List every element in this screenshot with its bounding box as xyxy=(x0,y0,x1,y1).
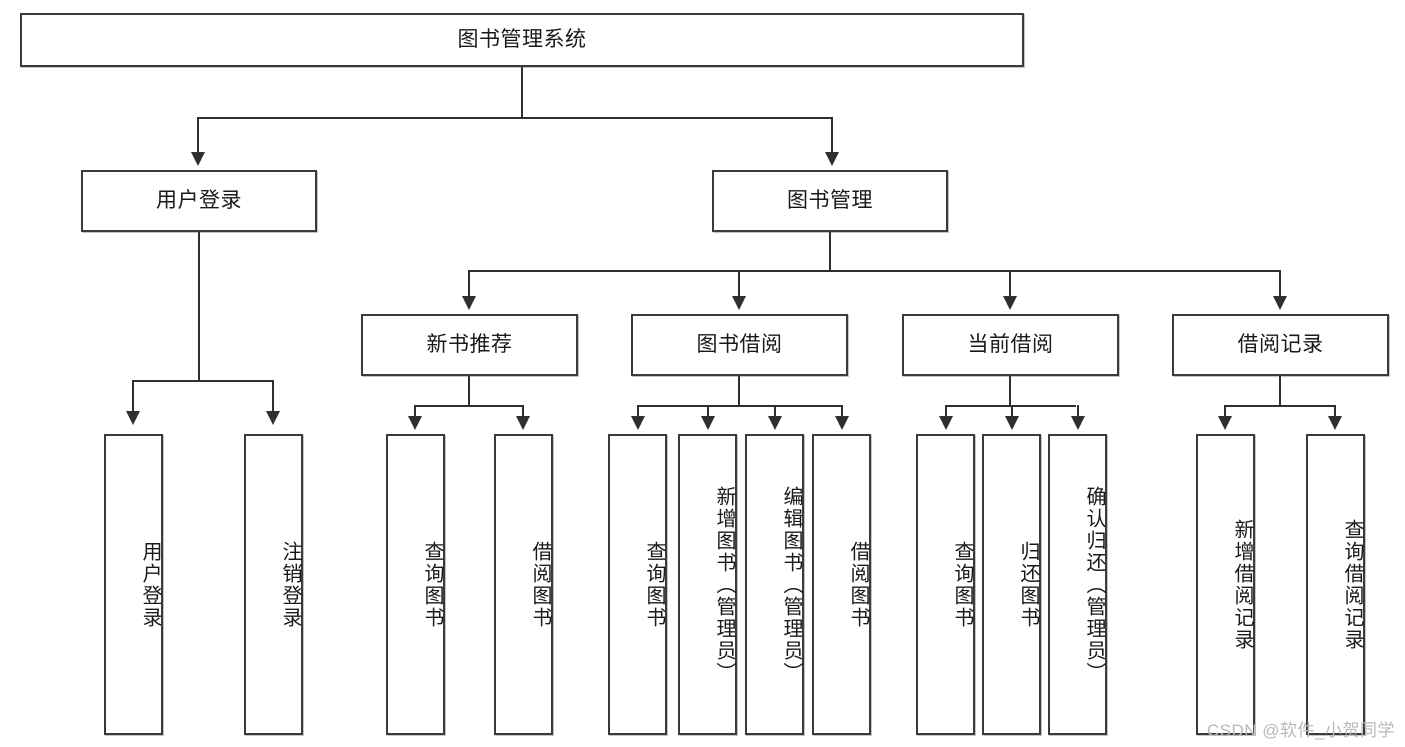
connector-root-bus xyxy=(197,117,833,119)
arrowhead-leaf-cb-confirm-return xyxy=(1071,416,1085,430)
connector-nbr-bus xyxy=(414,405,524,407)
connector-bm-drop-2 xyxy=(738,270,740,297)
arrowhead-leaf-br-add-record xyxy=(1218,416,1232,430)
arrowhead-user-login xyxy=(191,152,205,166)
leaf-label: 查询图书 xyxy=(951,540,973,629)
arrowhead-book-borrow xyxy=(732,296,746,310)
leaf-label: 借阅图书 xyxy=(847,540,869,629)
connector-cb-drop-1 xyxy=(945,405,947,417)
connector-user-login-drop-2 xyxy=(272,380,274,412)
connector-br-drop-2 xyxy=(1334,405,1336,417)
connector-br-stem xyxy=(1279,376,1281,406)
connector-nbr-stem xyxy=(468,376,470,406)
node-root-book-management-system[interactable]: 图书管理系统 xyxy=(20,13,1024,67)
node-label: 图书借阅 xyxy=(696,333,783,357)
leaf-label: 编辑图书（管理员） xyxy=(780,485,802,684)
connector-br-drop-1 xyxy=(1224,405,1226,417)
connector-bm-drop-1 xyxy=(468,270,470,297)
arrowhead-leaf-nbr-query-book xyxy=(408,416,422,430)
arrowhead-book-management xyxy=(825,152,839,166)
leaf-logout-login[interactable]: 注销登录 xyxy=(244,434,303,735)
arrowhead-leaf-bb-borrow-book xyxy=(835,416,849,430)
arrowhead-current-borrow xyxy=(1003,296,1017,310)
connector-bb-drop-1 xyxy=(637,405,639,417)
arrowhead-leaf-bb-add-book xyxy=(701,416,715,430)
connector-nbr-drop-2 xyxy=(522,405,524,417)
node-label: 当前借阅 xyxy=(967,333,1054,357)
arrowhead-leaf-bb-edit-book xyxy=(768,416,782,430)
leaf-br-query-borrow-record[interactable]: 查询借阅记录 xyxy=(1306,434,1365,735)
arrowhead-leaf-cb-query-book xyxy=(939,416,953,430)
connector-bb-drop-4 xyxy=(841,405,843,417)
leaf-label: 确认归还（管理员） xyxy=(1083,485,1105,684)
connector-cb-drop-2 xyxy=(1011,405,1013,417)
leaf-br-add-borrow-record[interactable]: 新增借阅记录 xyxy=(1196,434,1255,735)
leaf-label: 用户登录 xyxy=(139,540,161,629)
node-book-management[interactable]: 图书管理 xyxy=(712,170,948,232)
leaf-nbr-query-book[interactable]: 查询图书 xyxy=(386,434,445,735)
connector-root-to-user-login xyxy=(197,117,199,153)
node-borrow-record[interactable]: 借阅记录 xyxy=(1172,314,1389,376)
node-label: 图书管理系统 xyxy=(457,28,587,52)
arrowhead-leaf-cb-return-book xyxy=(1005,416,1019,430)
connector-user-login-bus xyxy=(132,380,273,382)
connector-user-login-stem xyxy=(198,232,200,381)
connector-root-to-book-management xyxy=(831,117,833,153)
leaf-bb-edit-book-admin[interactable]: 编辑图书（管理员） xyxy=(745,434,804,735)
node-label: 新书推荐 xyxy=(426,333,513,357)
connector-cb-bus xyxy=(945,405,1076,407)
leaf-label: 新增借阅记录 xyxy=(1231,518,1253,651)
connector-cb-stem xyxy=(1009,376,1011,406)
node-user-login[interactable]: 用户登录 xyxy=(81,170,317,232)
leaf-bb-borrow-book[interactable]: 借阅图书 xyxy=(812,434,871,735)
node-current-borrow[interactable]: 当前借阅 xyxy=(902,314,1119,376)
node-book-borrow[interactable]: 图书借阅 xyxy=(631,314,848,376)
arrowhead-leaf-nbr-borrow-book xyxy=(516,416,530,430)
connector-bm-drop-4 xyxy=(1279,270,1281,297)
node-label: 图书管理 xyxy=(787,189,873,213)
arrowhead-leaf-logout-login xyxy=(266,411,280,425)
leaf-label: 查询借阅记录 xyxy=(1341,518,1363,651)
connector-nbr-drop-1 xyxy=(414,405,416,417)
leaf-bb-add-book-admin[interactable]: 新增图书（管理员） xyxy=(678,434,737,735)
leaf-label: 借阅图书 xyxy=(529,540,551,629)
connector-user-login-drop-1 xyxy=(132,380,134,412)
leaf-nbr-borrow-book[interactable]: 借阅图书 xyxy=(494,434,553,735)
connector-cb-drop-3 xyxy=(1077,405,1079,417)
node-label: 借阅记录 xyxy=(1237,333,1324,357)
arrowhead-leaf-user-login xyxy=(126,411,140,425)
leaf-label: 注销登录 xyxy=(279,540,301,629)
arrowhead-leaf-br-query-record xyxy=(1328,416,1342,430)
arrowhead-new-book-recommend xyxy=(462,296,476,310)
leaf-label: 新增图书（管理员） xyxy=(713,485,735,684)
node-new-book-recommend[interactable]: 新书推荐 xyxy=(361,314,578,376)
leaf-label: 查询图书 xyxy=(421,540,443,629)
connector-book-management-stem xyxy=(829,232,831,271)
leaf-cb-confirm-return-admin[interactable]: 确认归还（管理员） xyxy=(1048,434,1107,735)
arrowhead-borrow-record xyxy=(1273,296,1287,310)
connector-root-stem xyxy=(521,67,523,118)
leaf-label: 归还图书 xyxy=(1017,540,1039,629)
leaf-cb-query-book[interactable]: 查询图书 xyxy=(916,434,975,735)
connector-bm-drop-3 xyxy=(1009,270,1011,297)
connector-bb-stem xyxy=(738,376,740,406)
leaf-label: 查询图书 xyxy=(643,540,665,629)
leaf-cb-return-book[interactable]: 归还图书 xyxy=(982,434,1041,735)
connector-bb-drop-2 xyxy=(707,405,709,417)
node-label: 用户登录 xyxy=(156,189,242,213)
watermark: CSDN @软件_小贺同学 xyxy=(1206,721,1395,740)
leaf-user-login[interactable]: 用户登录 xyxy=(104,434,163,735)
connector-br-bus xyxy=(1224,405,1336,407)
connector-bb-drop-3 xyxy=(774,405,776,417)
connector-bb-bus xyxy=(637,405,843,407)
connector-book-management-bus xyxy=(468,270,1280,272)
leaf-bb-query-book[interactable]: 查询图书 xyxy=(608,434,667,735)
arrowhead-leaf-bb-query-book xyxy=(631,416,645,430)
